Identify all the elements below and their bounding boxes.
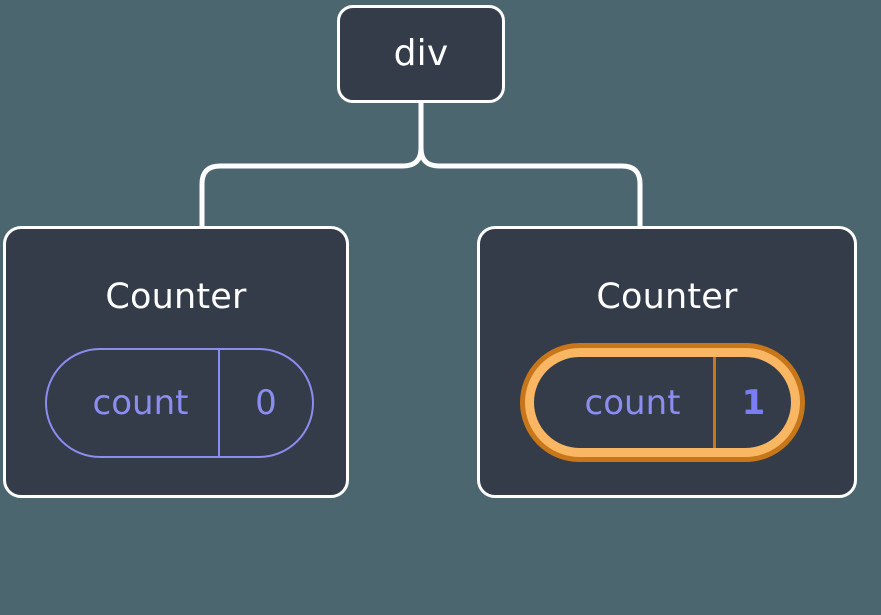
card-counter-right[interactable]: Counter count 1 [477, 226, 857, 498]
state-pill-right[interactable]: count 1 [520, 343, 805, 462]
node-div-label: div [393, 33, 449, 74]
state-key-right: count [534, 357, 716, 448]
node-div[interactable]: div [337, 5, 505, 103]
state-pill-left[interactable]: count 0 [45, 348, 314, 458]
state-value-left: 0 [255, 383, 277, 423]
state-pill-highlight-ring: count 1 [525, 348, 800, 457]
card-title-left: Counter [105, 277, 247, 317]
state-key-left: count [47, 350, 220, 456]
state-value-right: 1 [741, 382, 766, 423]
card-title-right: Counter [596, 277, 738, 317]
card-counter-left[interactable]: Counter count 0 [3, 226, 349, 498]
diagram-canvas: div Counter count 0 Counter count 1 [3, 5, 857, 498]
